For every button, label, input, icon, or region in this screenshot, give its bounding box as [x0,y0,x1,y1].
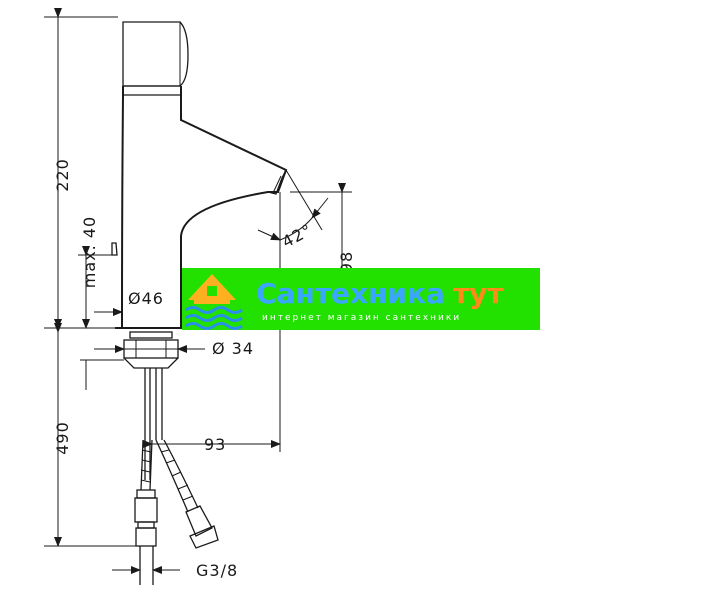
dim-220: 220 [44,8,118,329]
dim-220-label: 220 [53,158,72,192]
dim-max-40: max. 40 [78,216,112,329]
dim-thread-label: G3/8 [196,561,238,580]
dim-490-label: 490 [53,421,72,455]
banner-title-main: Сантехника [256,277,445,310]
dim-93-label: 93 [204,435,226,454]
banner-title-accent: тут [453,277,504,310]
dim-diameter-46-label: Ø46 [128,289,164,308]
banner-subtitle: интернет магазин сантехники [262,313,461,323]
house-icon [188,274,236,304]
dim-diameter-34: Ø 34 [94,339,254,358]
dim-diameter-34-label: Ø 34 [212,339,254,358]
dim-thread: G3/8 [112,561,238,580]
dim-angle-42-label: 42° [279,220,316,251]
faucet-body [111,21,288,329]
dim-max-40-label: max. 40 [80,216,99,288]
dim-490: 490 [44,323,136,547]
waves-icon [185,306,243,330]
dim-angle-42: 42° [257,169,329,252]
dim-98-label: 98 [337,251,356,273]
